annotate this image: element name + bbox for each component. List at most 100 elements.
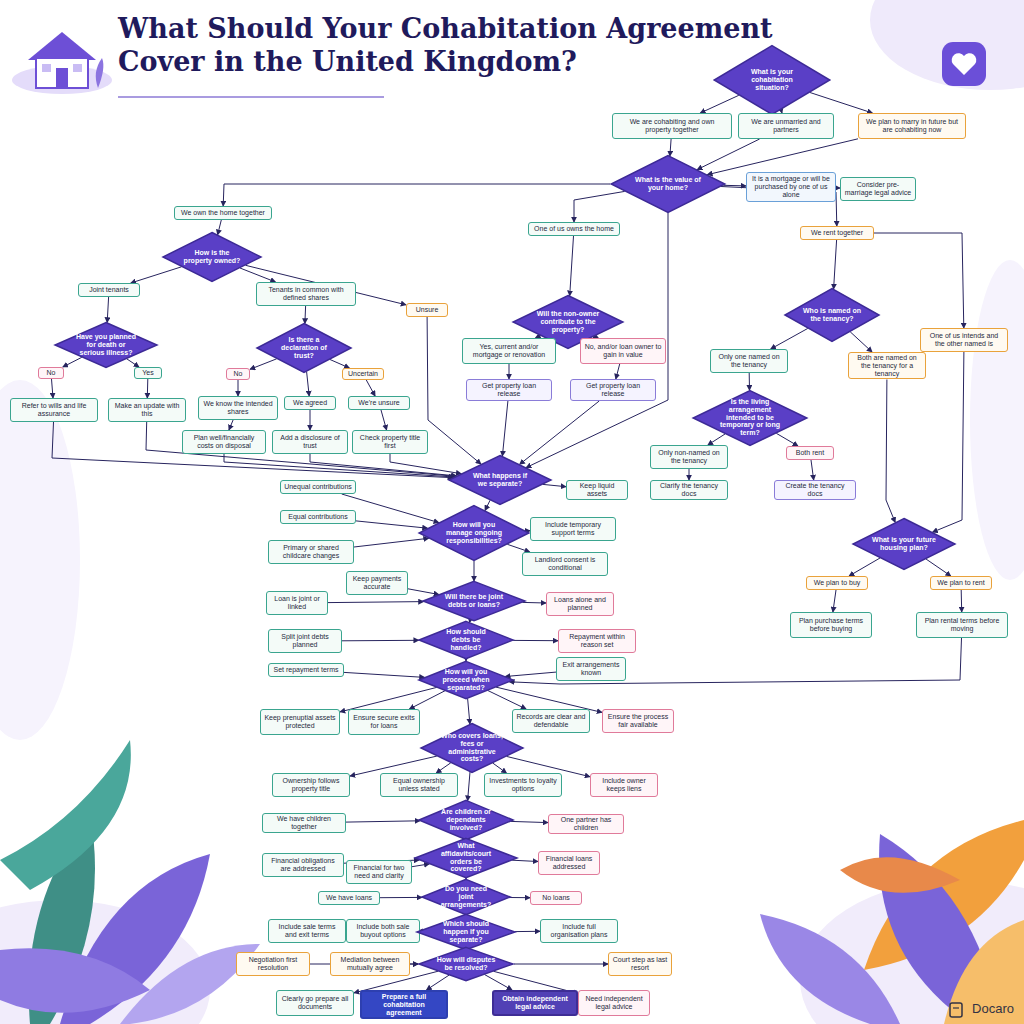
process-box: Plan well/financially costs on disposal [182, 430, 266, 454]
process-box: We plan to buy [806, 576, 868, 590]
box-text: Tenants in common with defined shares [260, 286, 352, 302]
box-text: Only non-named on the tenancy [654, 449, 724, 465]
flow-connector [224, 454, 454, 477]
decision-text: What happens if we separate? [468, 472, 532, 488]
process-box: We're unsure [348, 396, 410, 410]
decision-diamond: How will you proceed when separated? [418, 661, 514, 699]
flow-connector [509, 364, 510, 379]
flow-connector [344, 672, 425, 677]
decision-text: How will you manage ongoing responsibili… [439, 521, 508, 544]
process-box: We have children together [262, 813, 346, 833]
box-text: We own the home together [181, 209, 265, 217]
box-text: Unequal contributions [284, 483, 352, 491]
box-text: Refer to wills and life assurance [14, 402, 94, 418]
decision-diamond: Who is named on the tenancy? [784, 288, 880, 342]
box-text: Exit arrangements known [560, 661, 622, 677]
flow-connector [697, 139, 759, 170]
flow-connector [468, 698, 470, 724]
box-text: Clearly go prepare all documents [280, 995, 350, 1011]
flow-connector [310, 454, 457, 476]
process-box: Keep payments accurate [346, 571, 408, 595]
decision-text: What affidavits/court orders be covered? [434, 842, 498, 873]
background-blob [970, 260, 1024, 580]
flow-connector [131, 267, 182, 283]
flow-connector [488, 690, 526, 709]
process-box: Both are named on the tenancy for a tena… [848, 352, 926, 379]
decision-diamond: How will disputes be resolved? [418, 947, 514, 981]
flow-connector [543, 484, 566, 486]
flow-connector [381, 410, 387, 430]
decision-diamond: Do you need joint arrangements? [421, 879, 511, 915]
flow-connector [307, 372, 310, 396]
box-text: Need independent legal advice [582, 995, 646, 1011]
box-text: Plan purchase terms before buying [794, 617, 868, 633]
process-box: Include both sale buyout options [346, 919, 420, 943]
box-text: We plan to buy [814, 579, 861, 587]
process-box: Unsure [406, 303, 448, 317]
flow-connector [485, 500, 490, 510]
watermark: Docaro [972, 1001, 1014, 1016]
flow-connector [510, 897, 530, 898]
title-rule [118, 96, 384, 98]
box-text: Include owner keeps liens [594, 777, 654, 793]
flow-connector [502, 401, 508, 456]
box-text: We plan to rent [937, 579, 984, 587]
flow-connector [250, 359, 277, 370]
decision-diamond: How is the property owned? [162, 232, 262, 282]
box-text: Include both sale buyout options [350, 923, 416, 939]
flow-connector [107, 297, 108, 323]
box-text: Both rent [796, 449, 824, 457]
flow-connector [849, 558, 880, 576]
process-box: Make an update with this [108, 398, 186, 422]
process-box: Refer to wills and life assurance [10, 398, 98, 422]
box-text: Yes [142, 369, 153, 377]
flow-connector [926, 559, 951, 576]
box-text: Check property title first [356, 434, 424, 450]
flow-connector [356, 521, 428, 528]
flow-connector [771, 328, 808, 349]
process-box: Mediation between mutually agree [330, 952, 410, 976]
process-box: We plan to rent [930, 576, 992, 590]
box-text: No [234, 370, 243, 378]
process-box: No [38, 367, 64, 379]
box-text: Get property loan release [574, 382, 652, 398]
flow-connector [520, 401, 600, 464]
box-text: Loan is joint or linked [270, 595, 324, 611]
flow-connector [961, 590, 963, 612]
box-text: We agreed [293, 399, 327, 407]
box-text: No [47, 369, 56, 377]
box-text: Keep liquid assets [570, 482, 624, 498]
box-text: Ensure secure exits for loans [352, 714, 416, 730]
flow-connector [346, 821, 420, 822]
box-text: Make an update with this [112, 402, 182, 418]
flow-connector [670, 139, 671, 156]
process-box: Ownership follows property title [272, 773, 350, 797]
box-text: Joint tenants [89, 286, 129, 294]
process-box: Plan purchase terms before buying [790, 612, 872, 638]
process-box: Financial obligations are addressed [262, 853, 344, 877]
box-text: We are cohabiting and own property toget… [616, 118, 728, 134]
flow-connector [146, 422, 456, 476]
decision-text: Which should happen if you separate? [435, 920, 497, 943]
process-box: We know the intended shares [198, 396, 278, 420]
process-box: Financial for two need and clarity [346, 860, 412, 884]
box-text: Plan rental terms before moving [920, 617, 1004, 633]
background-blob [870, 0, 1024, 90]
process-box: Equal ownership unless stated [380, 773, 458, 797]
flow-connector [390, 454, 461, 474]
flow-connector [505, 672, 556, 676]
box-text: Financial for two need and clarity [350, 864, 408, 880]
process-box: Consider pre-marriage legal advice [840, 177, 916, 201]
flow-connector [52, 379, 54, 398]
flow-connector [218, 220, 222, 235]
flow-connector [850, 332, 872, 352]
flow-connector [426, 975, 449, 990]
flow-connector [723, 185, 746, 187]
process-box: We plan to marry in future but are cohab… [858, 113, 966, 139]
decision-text: Is the living arrangement intended to be… [714, 398, 786, 437]
decision-diamond: Will there be joint debts or loans? [422, 581, 526, 621]
process-box: Yes, current and/or mortgage or renovati… [462, 338, 556, 364]
decision-diamond: What is the value of your home? [610, 155, 726, 213]
decision-text: How should debts be handled? [436, 628, 496, 651]
